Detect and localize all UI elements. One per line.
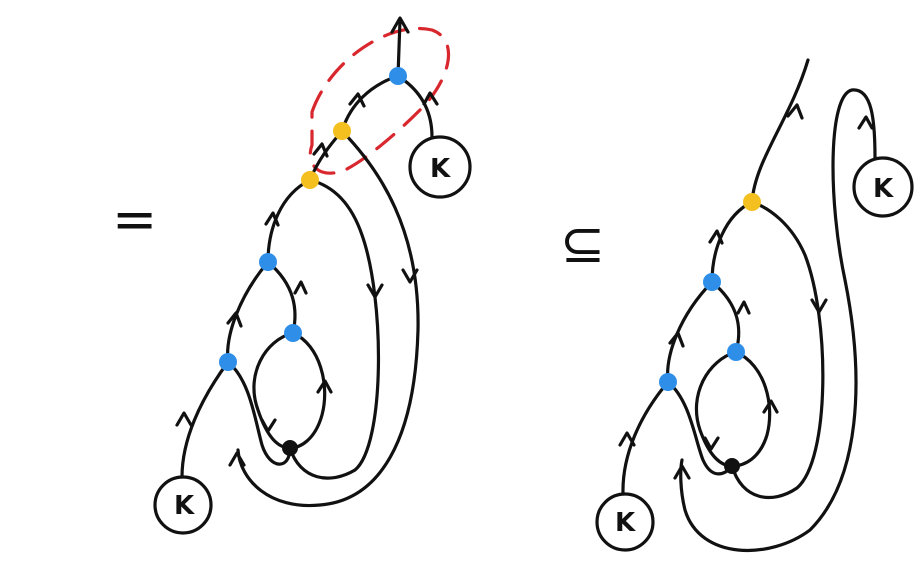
wire-outer-loop: [730, 200, 825, 499]
wire-mid-node-up: [266, 260, 297, 335]
node-blue-upper: [703, 273, 721, 291]
subseteq-symbol: ⊆: [560, 212, 605, 275]
arrow-up-icon: [312, 142, 329, 158]
wire-k-to-node: [621, 380, 670, 496]
node-blue-top: [389, 67, 407, 85]
arrow-down-icon: [401, 268, 419, 284]
k-box-top-label: K: [430, 154, 451, 184]
node-blue-upper: [259, 253, 277, 271]
arrow-up-icon: [708, 229, 724, 245]
wire-k-top-to-node: [396, 74, 434, 139]
wire-inner-loop: [252, 331, 295, 450]
arrow-up-icon: [673, 464, 691, 480]
wire-yellow-lower: [266, 178, 312, 264]
wire-inner-loop-right: [288, 331, 327, 450]
arrow-up-icon: [226, 311, 243, 328]
wire-outermost-loop: [236, 129, 420, 508]
arrow-up-icon: [668, 331, 685, 348]
node-blue-mid: [284, 324, 302, 342]
node-yellow-upper: [333, 122, 351, 140]
wire-k-to-node: [180, 360, 230, 479]
arrow-up-icon: [422, 91, 439, 106]
node-blue-lower: [659, 373, 677, 391]
wire-outermost-loop: [679, 88, 877, 553]
node-black: [724, 458, 740, 474]
wire-inner-loop-right: [730, 350, 772, 468]
arrow-up-icon: [762, 399, 779, 414]
k-box-top: [852, 156, 914, 218]
arrow-up-icon: [264, 211, 280, 227]
wire-inner-loop-left: [666, 380, 734, 476]
arrow-down-icon: [810, 298, 828, 314]
wire-outer-loop: [288, 178, 380, 480]
wire-output: [396, 18, 402, 78]
arrow-up-icon: [348, 92, 366, 108]
arrow-up-icon: [857, 115, 874, 130]
node-blue-lower: [219, 353, 237, 371]
equals-symbol: =: [112, 188, 157, 251]
arrow-down-icon: [366, 283, 384, 299]
arrow-up-icon: [228, 451, 246, 467]
wire-left-branch: [226, 260, 270, 364]
wire-inner-loop-left: [226, 360, 292, 466]
right-diagram: K K: [595, 58, 914, 553]
arrow-up-icon: [786, 103, 804, 120]
arrow-down-icon: [703, 436, 720, 451]
wire-output: [750, 58, 810, 204]
arrow-up-icon: [736, 300, 751, 315]
k-box-top-label: K: [873, 174, 894, 204]
k-box-top: [408, 135, 472, 199]
node-yellow: [743, 193, 761, 211]
node-black: [282, 440, 298, 456]
left-diagram: K K: [153, 16, 472, 535]
k-box-bottom-label: K: [615, 508, 636, 538]
arrow-down-icon: [260, 418, 277, 433]
arrow-up-icon: [390, 16, 410, 34]
wire-inner-loop: [694, 350, 738, 468]
k-box-bottom: [595, 492, 655, 552]
arrow-up-icon: [618, 431, 636, 447]
wire-mid-node-up: [710, 280, 741, 354]
node-yellow-lower: [301, 171, 319, 189]
k-box-bottom-label: K: [174, 491, 195, 521]
arrow-up-icon: [293, 280, 308, 295]
node-blue-mid: [727, 343, 745, 361]
arrow-up-icon: [316, 379, 333, 394]
wire-left-branch: [666, 280, 714, 384]
highlight-region: [308, 27, 450, 175]
arrow-up-icon: [175, 411, 193, 427]
wire-yellow-lower: [710, 200, 754, 284]
